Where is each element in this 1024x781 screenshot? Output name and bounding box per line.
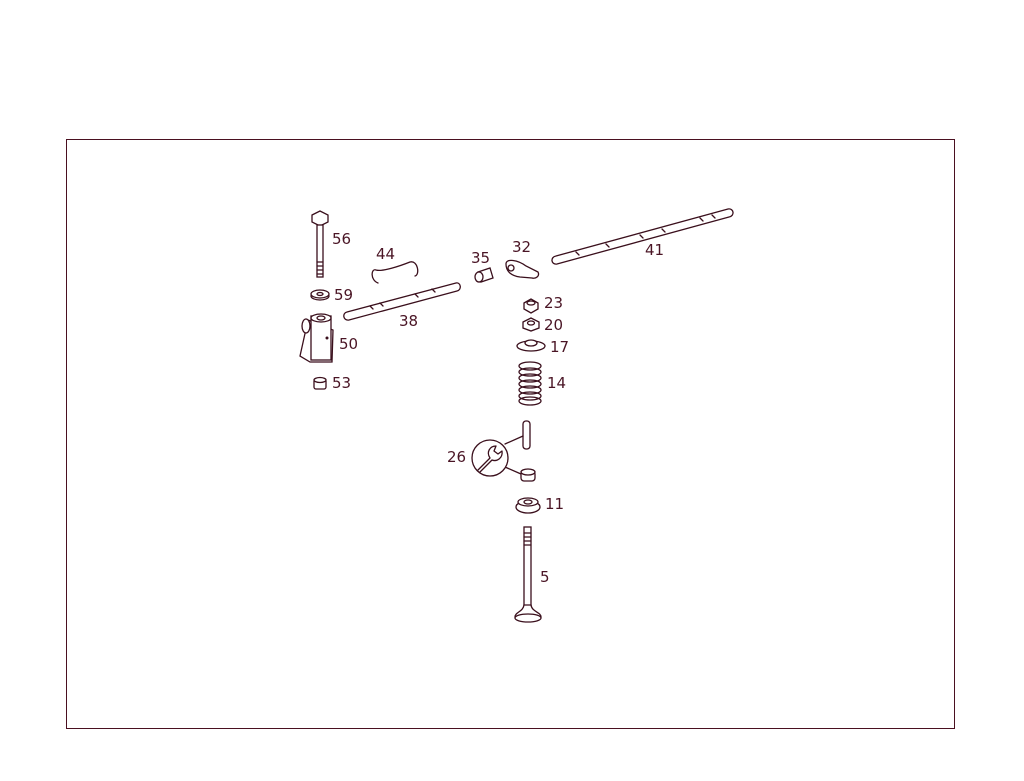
rocker-bracket-50-icon (299, 313, 334, 363)
bolt-56-icon (311, 210, 329, 278)
valve-5-icon (514, 526, 542, 623)
part-label-11[interactable]: 11 (545, 495, 565, 513)
bushing-35-icon (474, 267, 494, 283)
spring-clip-44-icon (371, 261, 419, 284)
part-label-35[interactable]: 35 (471, 249, 491, 267)
spring-retainer-17-icon (516, 339, 546, 352)
rocker-shaft-41-icon (551, 208, 734, 265)
part-label-53[interactable]: 53 (332, 374, 352, 392)
part-label-56[interactable]: 56 (332, 230, 352, 248)
part-label-32[interactable]: 32 (512, 238, 532, 256)
part-label-14[interactable]: 14 (547, 374, 567, 392)
valve-stem-seal-11-icon (515, 497, 541, 514)
part-label-59[interactable]: 59 (334, 286, 354, 304)
valve-spring-14-icon (518, 361, 542, 406)
rocker-shaft-38-icon (343, 282, 461, 321)
rocker-arm-32-icon (505, 259, 540, 279)
washer-59-icon (310, 289, 330, 301)
part-label-5[interactable]: 5 (540, 568, 550, 586)
nut-20-icon (522, 317, 540, 332)
sleeve-53-icon (313, 376, 327, 390)
diagram-frame (66, 139, 955, 729)
part-label-50[interactable]: 50 (339, 335, 359, 353)
part-label-41[interactable]: 41 (645, 241, 665, 259)
tool-symbol-26-icon (471, 435, 524, 477)
part-label-44[interactable]: 44 (376, 245, 396, 263)
pin-icon (522, 420, 531, 450)
part-label-20[interactable]: 20 (544, 316, 564, 334)
part-label-26[interactable]: 26 (447, 448, 467, 466)
part-label-23[interactable]: 23 (544, 294, 564, 312)
seal-icon (520, 468, 536, 482)
cap-nut-23-icon (523, 298, 539, 314)
part-label-38[interactable]: 38 (399, 312, 419, 330)
part-label-17[interactable]: 17 (550, 338, 570, 356)
